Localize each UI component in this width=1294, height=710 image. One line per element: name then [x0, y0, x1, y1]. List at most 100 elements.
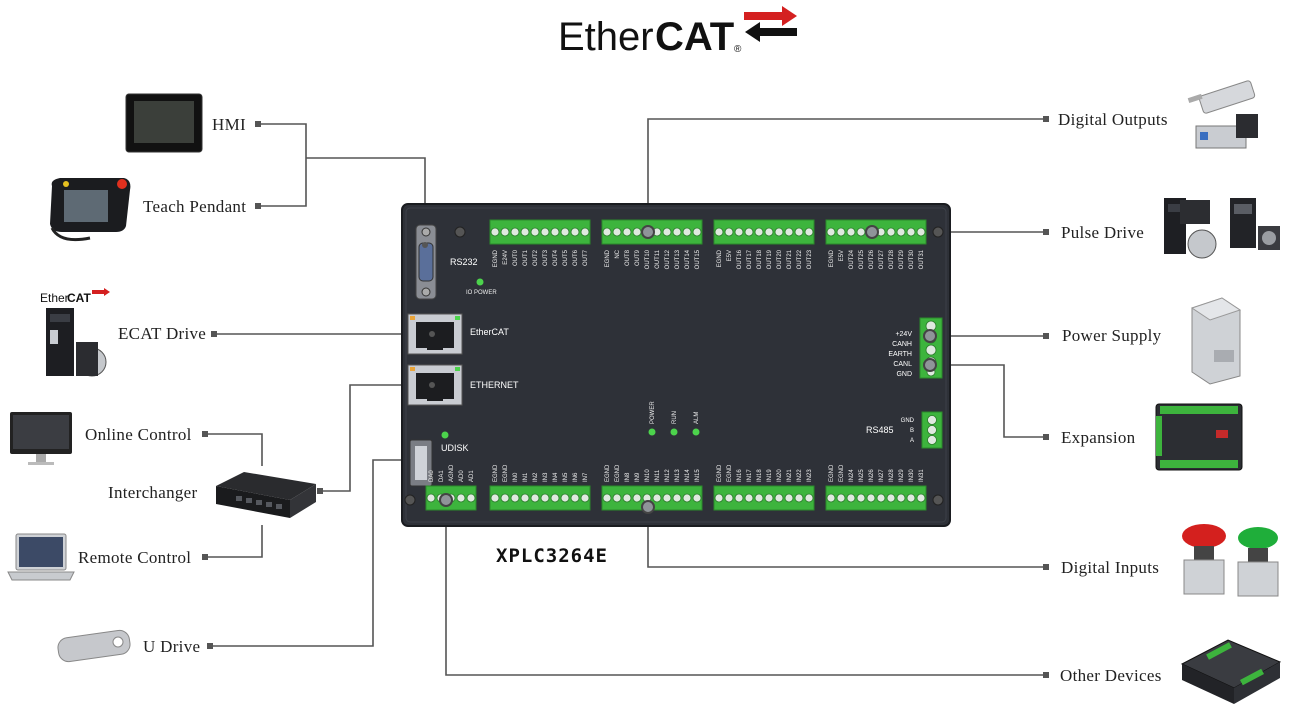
- terminal-screw[interactable]: [856, 493, 866, 503]
- terminal-screw[interactable]: [846, 227, 856, 237]
- terminal-screw[interactable]: [456, 493, 466, 503]
- terminal-pin-label: OUT15: [695, 249, 701, 269]
- terminal-screw[interactable]: [682, 493, 692, 503]
- terminal-screw[interactable]: [764, 493, 774, 503]
- terminal-screw[interactable]: [836, 227, 846, 237]
- terminal-screw[interactable]: [764, 227, 774, 237]
- terminal-screw[interactable]: [724, 227, 734, 237]
- terminal-screw[interactable]: [652, 493, 662, 503]
- rs232-port[interactable]: [415, 224, 437, 300]
- terminal-screw[interactable]: [632, 227, 642, 237]
- wire-expansion: [930, 364, 1046, 438]
- terminal-screw[interactable]: [784, 493, 794, 503]
- terminal-screw[interactable]: [622, 227, 632, 237]
- terminal-screw[interactable]: [724, 493, 734, 503]
- terminal-screw[interactable]: [906, 227, 916, 237]
- terminal-screw[interactable]: [794, 493, 804, 503]
- terminal-screw[interactable]: [876, 493, 886, 503]
- terminal-screw[interactable]: [490, 493, 500, 503]
- terminal-screw[interactable]: [714, 227, 724, 237]
- terminal-screw[interactable]: [672, 227, 682, 237]
- terminal-screw[interactable]: [774, 493, 784, 503]
- terminal-pin-label: IN9: [635, 472, 641, 482]
- terminal-screw[interactable]: [602, 227, 612, 237]
- terminal-screw[interactable]: [662, 493, 672, 503]
- terminal-screw[interactable]: [856, 227, 866, 237]
- terminal-screw[interactable]: [466, 493, 476, 503]
- terminal-screw[interactable]: [906, 493, 916, 503]
- terminal-screw[interactable]: [426, 493, 436, 503]
- terminal-pin-label: NC: [615, 249, 621, 258]
- terminal-screw[interactable]: [632, 493, 642, 503]
- terminal-screw[interactable]: [520, 227, 530, 237]
- terminal-screw[interactable]: [866, 493, 876, 503]
- terminal-screw[interactable]: [804, 493, 814, 503]
- terminal-screw[interactable]: [500, 493, 510, 503]
- terminal-pin-label: IN12: [665, 469, 671, 482]
- terminal-screw[interactable]: [916, 227, 926, 237]
- terminal-screw[interactable]: [540, 493, 550, 503]
- terminal-screw[interactable]: [622, 493, 632, 503]
- terminal-screw[interactable]: [570, 227, 580, 237]
- terminal-screw[interactable]: [612, 493, 622, 503]
- terminal-screw[interactable]: [550, 227, 560, 237]
- terminal-screw[interactable]: [886, 227, 896, 237]
- terminal-screw[interactable]: [692, 493, 702, 503]
- terminal-screw[interactable]: [692, 227, 702, 237]
- usb-port[interactable]: [409, 439, 433, 487]
- terminal-screw[interactable]: [744, 227, 754, 237]
- terminal-screw[interactable]: [774, 227, 784, 237]
- terminal-screw[interactable]: [510, 493, 520, 503]
- terminal-screw[interactable]: [896, 227, 906, 237]
- terminal-screw[interactable]: [510, 227, 520, 237]
- terminal-screw[interactable]: [886, 493, 896, 503]
- terminal-screw[interactable]: [794, 227, 804, 237]
- terminal-screw[interactable]: [804, 227, 814, 237]
- terminal-screw[interactable]: [784, 227, 794, 237]
- terminal-screw[interactable]: [754, 493, 764, 503]
- terminal-screw[interactable]: [500, 227, 510, 237]
- label-online-control: Online Control: [85, 425, 192, 444]
- terminal-screw[interactable]: [836, 493, 846, 503]
- terminal-screw[interactable]: [662, 227, 672, 237]
- rs485-label: RS485: [866, 425, 894, 435]
- terminal-screw[interactable]: [550, 493, 560, 503]
- terminal-screw[interactable]: [734, 493, 744, 503]
- terminal-screw[interactable]: [916, 493, 926, 503]
- terminal-screw[interactable]: [560, 227, 570, 237]
- terminal-screw[interactable]: [826, 493, 836, 503]
- wire-other-devices: [445, 500, 1046, 676]
- terminal-screw[interactable]: [714, 493, 724, 503]
- label-digital-inputs: Digital Inputs: [1061, 558, 1159, 577]
- terminal-pin-label: EGND: [829, 249, 835, 267]
- terminal-pin-label: IN5: [563, 472, 569, 482]
- terminal-screw[interactable]: [672, 493, 682, 503]
- terminal-screw[interactable]: [734, 227, 744, 237]
- terminal-screw[interactable]: [846, 493, 856, 503]
- terminal-screw[interactable]: [826, 227, 836, 237]
- terminal-screw[interactable]: [744, 493, 754, 503]
- terminal-screw[interactable]: [682, 227, 692, 237]
- terminal-screw[interactable]: [530, 227, 540, 237]
- terminal-screw[interactable]: [570, 493, 580, 503]
- terminal-pin-label: OUT12: [665, 249, 671, 269]
- terminal-screw[interactable]: [754, 227, 764, 237]
- terminal-screw[interactable]: [530, 493, 540, 503]
- terminal-screw[interactable]: [540, 227, 550, 237]
- terminal-screw[interactable]: [580, 227, 590, 237]
- terminal-screw[interactable]: [490, 227, 500, 237]
- terminal-screw[interactable]: [560, 493, 570, 503]
- terminal-screw[interactable]: [602, 493, 612, 503]
- terminal-screw[interactable]: [580, 493, 590, 503]
- terminal-screw[interactable]: [612, 227, 622, 237]
- rs485-terminal[interactable]: [921, 411, 943, 449]
- terminal-screw[interactable]: [520, 493, 530, 503]
- terminal-screw[interactable]: [896, 493, 906, 503]
